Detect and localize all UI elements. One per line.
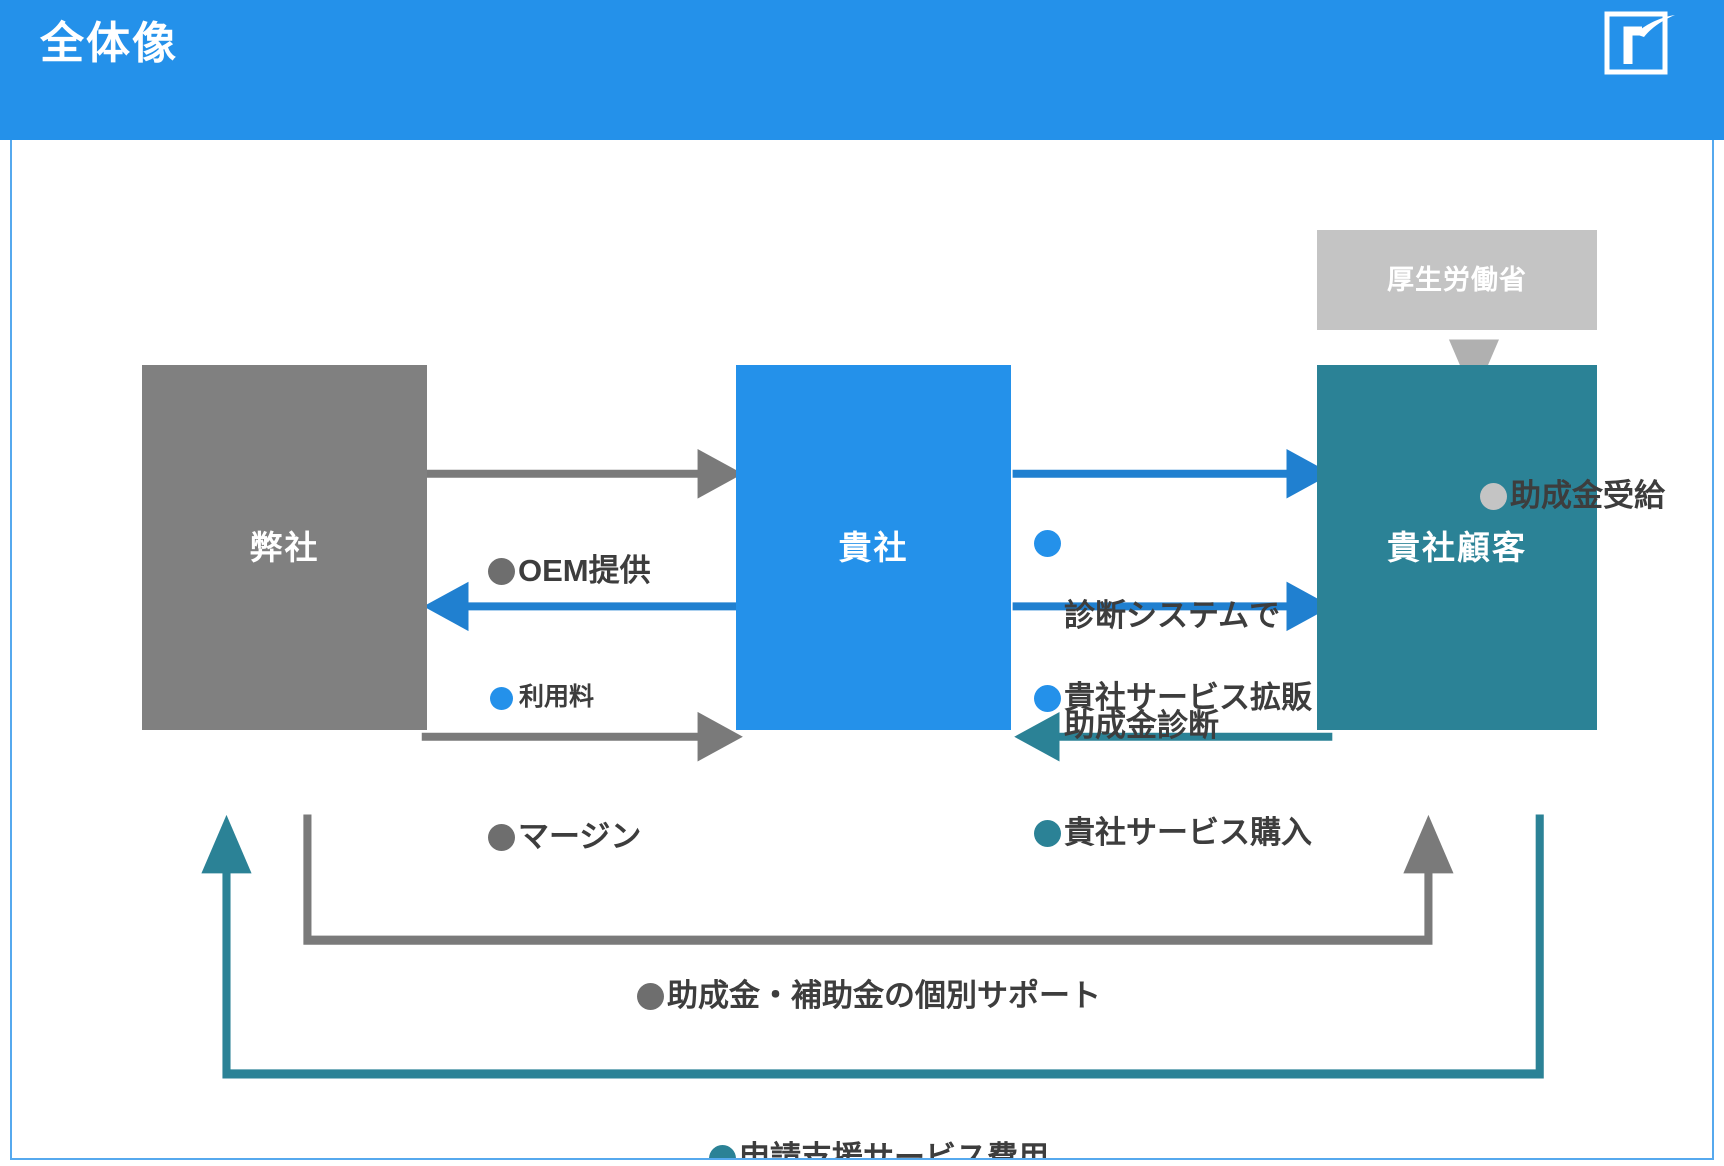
page-header: 全体像 [0, 0, 1724, 140]
node-label: 厚生労働省 [1387, 264, 1527, 295]
flow-label-text-block: 診断システムで 助成金診断 [1064, 525, 1280, 818]
flow-label-margin: マージン [488, 819, 641, 856]
r-square-logo [1604, 11, 1675, 75]
flow-label-usage-fee: 利用料 [490, 683, 594, 713]
node-ministry-of-health[interactable]: 厚生労働省 [1317, 230, 1597, 330]
bullet-dot-icon [1480, 483, 1507, 510]
flow-label-application-support-fee: 申請支援サービス費用 [709, 1140, 1049, 1160]
flow-label-text: OEM提供 [518, 553, 651, 588]
bullet-dot-icon [1034, 530, 1061, 557]
diagram-canvas: 弊社 貴社 貴社顧客 厚生労働省 OEM提供 利用料 マージン 診断システムで … [10, 140, 1714, 1160]
page-title: 全体像 [40, 19, 178, 68]
flow-label-text: マージン [518, 819, 642, 854]
flow-label-line1: 診断システムで [1064, 598, 1281, 634]
flow-label-diagnosis: 診断システムで 助成金診断 [1034, 525, 1280, 818]
flow-label-individual-support: 助成金・補助金の個別サポート [637, 978, 1101, 1015]
flow-label-text: 貴社サービス拡販 [1064, 680, 1312, 715]
bullet-dot-icon [637, 983, 664, 1010]
bullet-dot-icon [1034, 685, 1061, 712]
flow-label-oem: OEM提供 [488, 553, 651, 590]
node-your-company[interactable]: 貴社 [736, 365, 1011, 730]
bullet-dot-icon [1034, 820, 1061, 847]
flow-label-text: 貴社サービス購入 [1064, 815, 1312, 850]
node-our-company[interactable]: 弊社 [142, 365, 427, 730]
flow-label-expand-sales: 貴社サービス拡販 [1034, 680, 1312, 717]
flow-label-text: 助成金・補助金の個別サポート [667, 978, 1101, 1013]
flow-label-line2: 助成金診断 [1064, 707, 1219, 743]
flow-label-service-purchase: 貴社サービス購入 [1034, 815, 1312, 852]
node-label: 貴社顧客 [1387, 528, 1527, 566]
bullet-dot-icon [709, 1145, 736, 1158]
flow-label-subsidy-receipt: 助成金受給 [1480, 478, 1665, 515]
node-label: 貴社 [838, 528, 909, 566]
node-label: 弊社 [249, 528, 320, 566]
flow-label-text: 利用料 [519, 683, 595, 711]
node-your-customer[interactable]: 貴社顧客 [1317, 365, 1597, 730]
flow-label-text: 助成金受給 [1510, 478, 1665, 513]
bullet-dot-icon [490, 687, 513, 710]
connector-appfee [201, 814, 1544, 1079]
flow-label-text: 申請支援サービス費用 [739, 1140, 1049, 1160]
bullet-dot-icon [488, 558, 515, 585]
bullet-dot-icon [488, 824, 515, 851]
